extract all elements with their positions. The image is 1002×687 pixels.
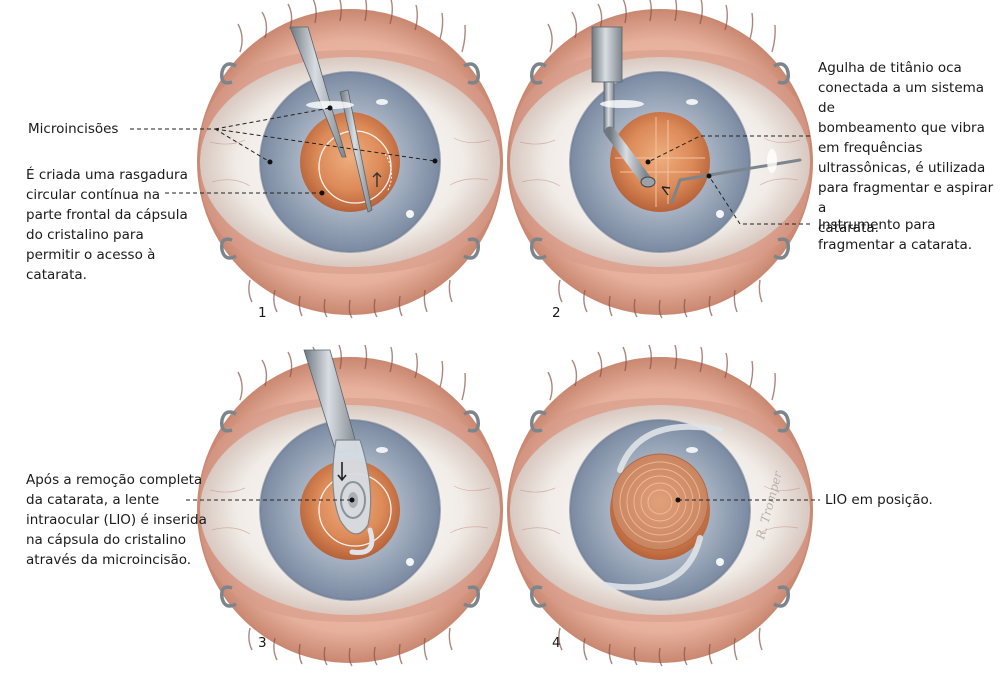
phaco-needle — [591, 26, 656, 188]
label-microincisions: Microincisões — [28, 121, 119, 137]
label-titanium-needle: Agulha de titânio oca conectada a um sis… — [818, 60, 994, 236]
eye-panel-3 — [195, 343, 505, 668]
label-fragment-instrument: Instrumento para fragmentar a catarata. — [818, 217, 973, 253]
label-iol-in-position: LIO em posição. — [825, 492, 933, 508]
eye-panel-1 — [195, 0, 505, 320]
eye-panel-4: R. Tromper — [505, 343, 815, 668]
label-iol-insertion: Após a remoção completa da catarata, a l… — [26, 472, 207, 568]
panel-number-1: 1 — [258, 305, 267, 321]
leaders-panel-1 — [130, 105, 438, 196]
leaders-panel-3 — [186, 497, 355, 503]
iol-in-position — [602, 423, 723, 591]
eye-panel-2 — [505, 0, 815, 320]
leaders-panel-2 — [645, 135, 810, 225]
panel-number-3: 3 — [258, 635, 267, 651]
label-capsulorhexis: É criada uma rasgadura circular contínua… — [26, 167, 188, 283]
panel-number-4: 4 — [552, 635, 561, 651]
panel-number-2: 2 — [552, 305, 561, 321]
needle-instrument-1 — [289, 26, 373, 213]
leaders-panel-4 — [675, 497, 820, 503]
chopper-instrument — [661, 149, 802, 204]
